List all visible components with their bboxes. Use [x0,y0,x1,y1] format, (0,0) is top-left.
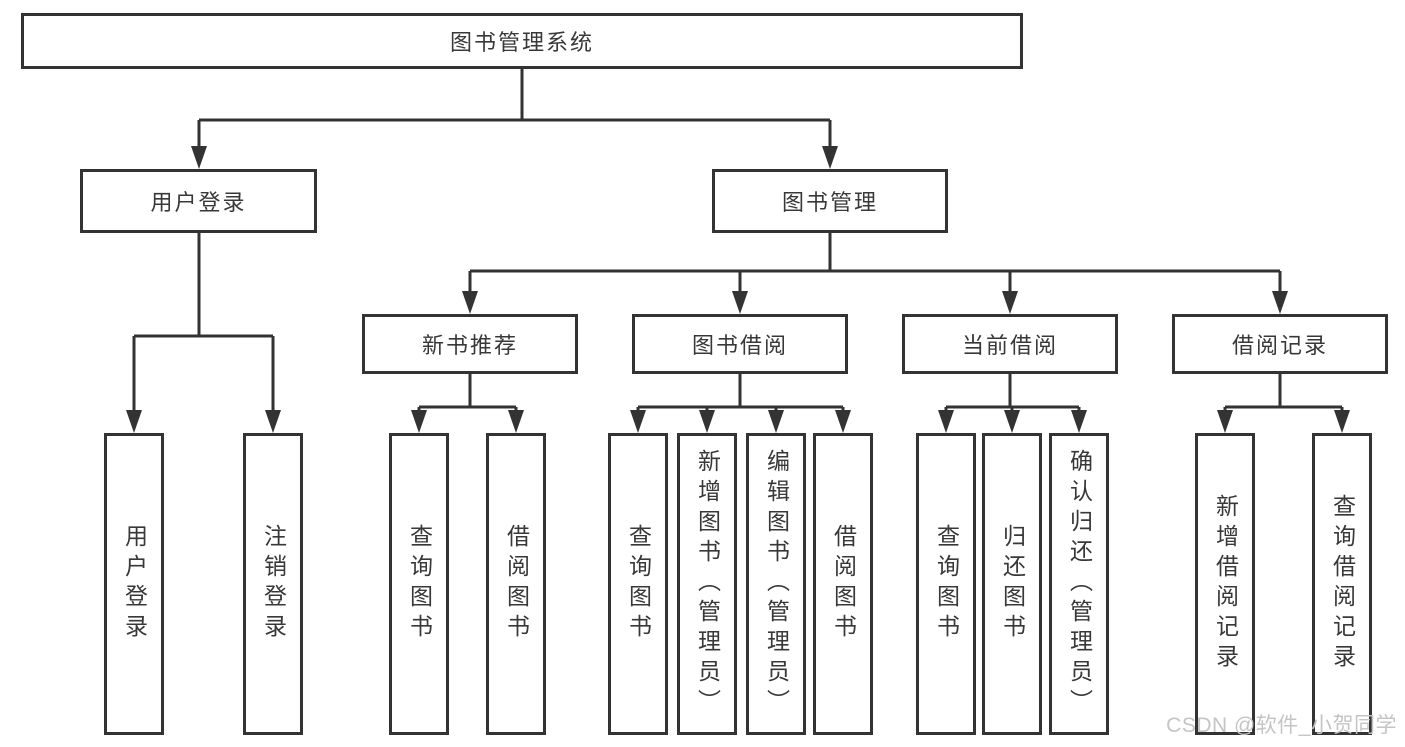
connector-bookmgmt-to-level3 [468,233,1282,296]
node-current-borrow: 当前借阅 [902,314,1118,374]
node-root: 图书管理系统 [21,13,1023,69]
leaf-query-books: 查询图书 [608,433,668,735]
leaf-borrow-books: 借阅图书 [486,433,546,735]
arrow-down-icon [265,410,281,433]
arrow-down-icon [768,410,784,433]
leaf-edit-book-admin: 编辑图书（管理员） [746,433,806,735]
leaf-borrow-books: 借阅图书 [813,433,873,735]
leaf-confirm-return-admin: 确认归还（管理员） [1049,433,1109,735]
leaf-user-login: 用户登录 [104,433,164,735]
arrow-down-icon [462,291,478,314]
arrow-down-icon [1071,410,1087,433]
arrow-down-icon [835,410,851,433]
arrow-down-icon [126,410,142,433]
node-book-management: 图书管理 [712,169,948,233]
arrow-down-icon [630,410,646,433]
arrow-down-icon [1272,291,1288,314]
arrow-down-icon [1004,410,1020,433]
node-user-login: 用户登录 [80,169,317,233]
leaf-query-books: 查询图书 [389,433,449,735]
leaf-return-book: 归还图书 [982,433,1042,735]
arrow-down-icon [1217,410,1233,433]
arrow-down-icon [822,146,838,169]
leaf-query-books: 查询图书 [916,433,976,735]
arrow-down-icon [699,410,715,433]
node-new-book-recommend: 新书推荐 [362,314,578,374]
connector-root-to-level2 [197,69,832,150]
arrow-down-icon [191,146,207,169]
node-book-borrow: 图书借阅 [632,314,848,374]
arrow-down-icon [1002,291,1018,314]
arrow-down-icon [732,291,748,314]
leaf-add-book-admin: 新增图书（管理员） [677,433,737,735]
watermark: CSDN @软件_小贺同学 [1166,714,1397,737]
node-borrow-records: 借阅记录 [1172,314,1388,374]
arrowhead-icons [126,146,1350,433]
connector-userlogin-to-leaves [132,233,275,414]
leaf-add-borrow-record: 新增借阅记录 [1195,433,1255,735]
leaf-logout: 注销登录 [243,433,303,735]
arrow-down-icon [411,410,427,433]
arrow-down-icon [938,410,954,433]
connector-level3-to-leaves [417,374,1344,414]
leaf-query-borrow-record: 查询借阅记录 [1312,433,1372,735]
arrow-down-icon [508,410,524,433]
arrow-down-icon [1334,410,1350,433]
